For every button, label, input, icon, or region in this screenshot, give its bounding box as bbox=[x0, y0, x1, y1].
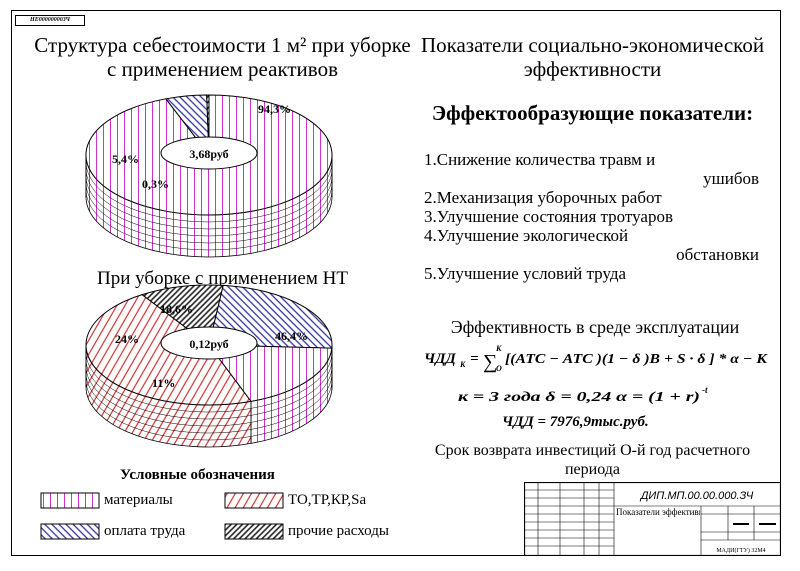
pie2-side-line bbox=[251, 362, 333, 416]
pie1-side-line bbox=[85, 175, 333, 237]
pie2-side-line bbox=[85, 372, 252, 434]
pie2-center-label: 0,12руб bbox=[189, 337, 228, 351]
svg-text:-t: -t bbox=[702, 385, 708, 395]
formula-params: к = 3 года δ = 0,24 α = (1 + r) bbox=[458, 390, 700, 405]
drawing-frame bbox=[11, 10, 781, 556]
pie2-label-other: 11% bbox=[152, 376, 175, 390]
pie1-side-line bbox=[85, 189, 333, 251]
pie1-edge bbox=[85, 155, 333, 197]
pie2-label-to: 46,4% bbox=[275, 329, 308, 343]
legend-title: Условные обозначения bbox=[120, 467, 275, 483]
drawing-name: Показатели эффективности проекта bbox=[616, 507, 700, 517]
nt-subtitle: При уборке с применением НТ bbox=[97, 268, 348, 289]
pie-chart-nt: 0,12руб 46,4% 11% 24% 18,6% bbox=[85, 284, 333, 448]
pie2-side-line bbox=[85, 351, 252, 413]
social-economic-title: Показатели социально-экономической эффек… bbox=[420, 33, 765, 81]
pie1-label-labor: 5,4% bbox=[112, 152, 139, 166]
drawing-code: ДИП.МП.00.00.000.ЗЧ bbox=[639, 490, 754, 502]
formula-rhs: [(АТС − АТС )(1 − δ )В + S · δ ] * α − К bbox=[505, 352, 769, 367]
svg-text:К: К bbox=[459, 360, 466, 369]
pie2-side-line bbox=[251, 369, 333, 423]
npv-formula: ЧДД К = ∑ O К [(АТС − АТС )(1 − δ )В + S… bbox=[424, 344, 769, 430]
payback-text: Срок возврата инвестиций О-й год расчетн… bbox=[434, 442, 751, 478]
pie1-side-line bbox=[85, 182, 333, 244]
pie1-center-label: 3,68руб bbox=[189, 147, 228, 161]
list-item: 3.Улучшение состояния тротуаров bbox=[424, 207, 673, 226]
cost-structure-title: Структура себестоимости 1 м² при уборке … bbox=[34, 33, 411, 81]
pie2-side-line bbox=[85, 358, 252, 420]
legend-item-labor: оплата труда bbox=[40, 522, 185, 540]
legend-swatch-labor bbox=[40, 523, 100, 540]
legend-swatch-to bbox=[224, 492, 284, 509]
pie1-label-other: 0,3% bbox=[142, 177, 169, 191]
pie1-label-materials: 94,3% bbox=[258, 102, 291, 116]
svg-text:К: К bbox=[495, 344, 502, 353]
legend-item-other: прочие расходы bbox=[224, 522, 389, 540]
legend-item-to: ТО,ТР,КР,Sa bbox=[224, 491, 366, 509]
pie2-label-materials: 18,6% bbox=[160, 302, 193, 316]
pie2-side-line bbox=[251, 376, 333, 430]
pie2-side-line bbox=[251, 355, 333, 409]
pie2-label-labor: 24% bbox=[115, 332, 139, 346]
formula-lhs: ЧДД bbox=[424, 351, 456, 367]
effect-indicators-heading: Эффектообразующие показатели: bbox=[431, 101, 754, 125]
pie2-slice-3 bbox=[207, 344, 333, 402]
svg-text:∑: ∑ bbox=[483, 351, 497, 373]
legend-swatch-other bbox=[224, 523, 284, 540]
organization: МАДИ(ГТУ) 32М4 bbox=[716, 547, 765, 554]
pie1-side-line bbox=[85, 168, 333, 230]
legend-swatch-materials bbox=[40, 492, 100, 509]
svg-text:O: O bbox=[496, 364, 502, 373]
pie2-edge bbox=[85, 345, 333, 387]
legend-item-materials: материалы bbox=[40, 491, 173, 509]
pie2-side-line bbox=[251, 383, 333, 437]
pie1-center-ellipse bbox=[160, 136, 258, 170]
list-item: 5.Улучшение условий труда bbox=[424, 264, 627, 283]
pie2-center-ellipse bbox=[160, 326, 258, 360]
pie-charts: 3,68руб 94,3% 5,4% 0,3% 0,12руб 46,4% 11… bbox=[85, 94, 333, 448]
pie1-side-line bbox=[85, 161, 333, 223]
list-item: 2.Механизация уборочных работ bbox=[424, 188, 662, 207]
pie2-side-line bbox=[85, 379, 252, 441]
npv-result: ЧДД = 7976,9тыс.руб. bbox=[502, 414, 649, 430]
pie2-side-line bbox=[85, 365, 252, 427]
title-block: ДИП.МП.00.00.000.ЗЧ Показатели эффективн… bbox=[524, 482, 781, 556]
svg-text:=: = bbox=[470, 351, 479, 367]
pie-chart-reagents: 3,68руб 94,3% 5,4% 0,3% bbox=[85, 94, 333, 258]
corner-stamp: НЕ00000000ЗЧ bbox=[15, 15, 85, 26]
efficiency-title: Эффективность в среде эксплуатации bbox=[450, 317, 740, 337]
